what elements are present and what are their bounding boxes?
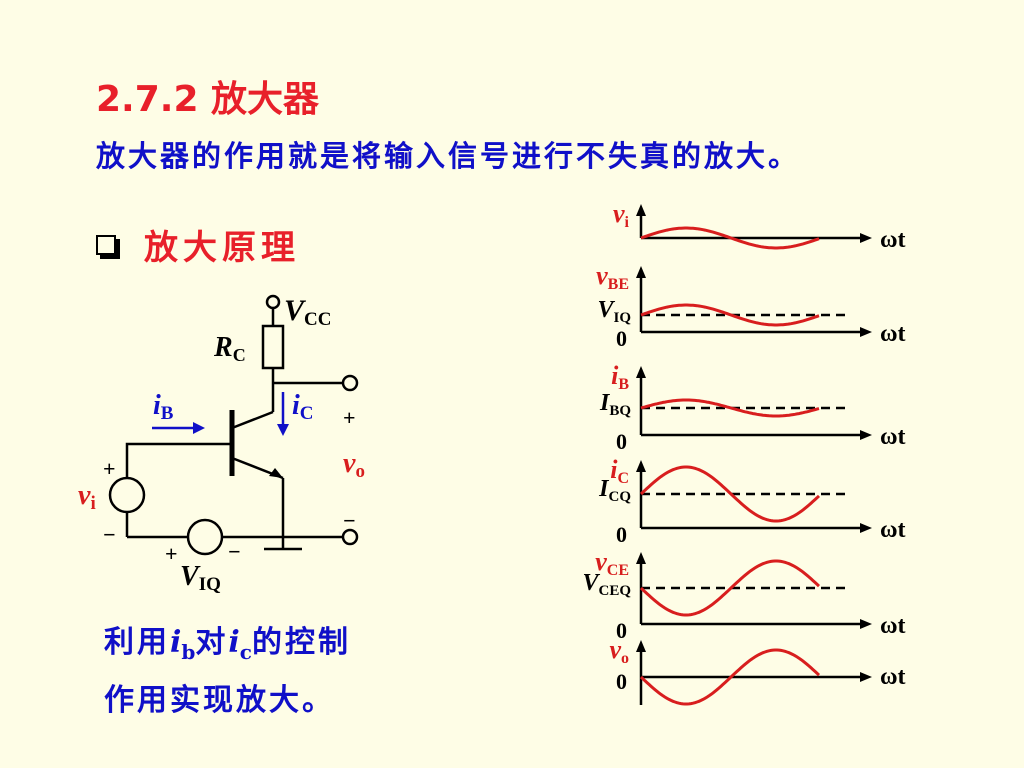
- viq-plus-label: +: [165, 541, 178, 566]
- base-wire: [125, 442, 232, 478]
- waveform-row-vbe-time-label: ωt: [880, 321, 906, 347]
- waveform-row-vo-y-arrow-icon: [636, 640, 646, 652]
- waveform-row-vbe-sine-wave: [640, 303, 820, 327]
- note-line-1: 利用ib对ic的控制: [104, 617, 351, 664]
- ib-arrow-icon: [193, 422, 205, 434]
- viq-minus-label: −: [228, 539, 241, 564]
- waveform-row-vce-sine-wave: [639, 559, 821, 617]
- vo-label: vo: [343, 448, 365, 482]
- vcc-label: VCC: [284, 294, 331, 330]
- waveform-row-vce-time-label: ωt: [880, 613, 906, 639]
- note-var-ic-sub: c: [239, 640, 252, 664]
- waveform-row-vce-label: vCE: [595, 547, 629, 579]
- waveform-row-vbe-zero-label: 0: [616, 326, 627, 351]
- vo-minus-label: −: [343, 508, 356, 533]
- waveform-row-ib-sine-wave: [640, 398, 820, 418]
- waveform-row-vbe-dc-label: VIQ: [597, 297, 631, 326]
- waveform-row-ib-zero-label: 0: [616, 429, 627, 454]
- note-prefix: 利用: [104, 625, 170, 660]
- waveform-row-vi-sine-wave: [640, 226, 820, 250]
- viq-label: VIQ: [180, 561, 221, 595]
- note-suffix: 的控制: [251, 625, 351, 660]
- waveform-row-ic-dc-label: ICQ: [598, 476, 631, 505]
- ic-arrow-icon: [277, 424, 289, 436]
- checkbox-icon: [96, 234, 116, 255]
- bullet-heading: 放大原理: [96, 220, 300, 269]
- waveform-row-ib-dc-label: IBQ: [599, 390, 631, 419]
- waveform-row-ib-y-arrow-icon: [636, 366, 646, 378]
- ib-label: iB: [153, 390, 174, 424]
- waveform-row-vi-time-label: ωt: [880, 227, 906, 253]
- note-var-ic: i: [228, 625, 240, 660]
- waveform-row-vi-y-arrow-icon: [636, 204, 646, 216]
- note-middle: 对: [195, 625, 229, 660]
- note-var-ib: i: [170, 625, 182, 660]
- waveform-row-ic-sine-wave: [639, 465, 821, 523]
- waveform-row-vo-time-label: ωt: [880, 664, 906, 690]
- rc-label: RC: [213, 332, 246, 365]
- waveform-row-vce-y-arrow-icon: [636, 552, 646, 564]
- vi-label: vi: [78, 480, 96, 514]
- page-title: 2.7.2 放大器: [96, 70, 319, 122]
- waveform-row-ic-x-arrow-icon: [860, 523, 872, 533]
- waveform-row-vce-dc-label: VCEQ: [582, 570, 631, 599]
- waveform-row-vi-x-arrow-icon: [860, 233, 872, 243]
- vo-plus-label: +: [343, 405, 356, 430]
- waveform-row-ib-label: iB: [611, 361, 629, 393]
- waveform-row-ib-x-arrow-icon: [860, 430, 872, 440]
- waveform-row-vce-x-arrow-icon: [860, 619, 872, 629]
- waveform-row-ic-y-arrow-icon: [636, 460, 646, 472]
- waveform-row-vce-zero-label: 0: [616, 618, 627, 643]
- waveform-row-vi-label: vi: [613, 199, 630, 231]
- transistor-collector: [231, 410, 274, 430]
- output-top-terminal: [341, 374, 359, 392]
- bullet-heading-text: 放大原理: [144, 228, 300, 268]
- waveform-row-vbe-x-arrow-icon: [860, 327, 872, 337]
- waveform-row-vbe-label: vBE: [596, 261, 629, 293]
- note-var-ib-sub: b: [181, 640, 196, 664]
- waveform-row-vo-label: vo: [609, 635, 629, 667]
- waveform-row-ic-zero-label: 0: [616, 522, 627, 547]
- waveform-row-vo-zero-label: 0: [616, 669, 627, 694]
- section-number: 2.7.2: [96, 79, 199, 120]
- waveform-row-ic-label: iC: [610, 455, 629, 487]
- output-bottom-terminal: [341, 528, 359, 546]
- emitter-arrow-icon: [269, 468, 283, 478]
- waveform-row-vo-sine-wave: [639, 648, 821, 706]
- subtitle: 放大器的作用就是将输入信号进行不失真的放大。: [96, 139, 801, 173]
- waveform-row-ic-time-label: ωt: [880, 517, 906, 543]
- section-title: 放大器: [211, 79, 320, 120]
- ic-label: iC: [292, 390, 314, 424]
- waveform-row-vbe-y-arrow-icon: [636, 266, 646, 278]
- vi-plus-label: +: [103, 456, 116, 481]
- waveform-row-vo-x-arrow-icon: [860, 672, 872, 682]
- vi-minus-label: −: [103, 522, 116, 547]
- note-line-2: 作用实现放大。: [104, 683, 335, 718]
- waveform-row-ib-time-label: ωt: [880, 424, 906, 450]
